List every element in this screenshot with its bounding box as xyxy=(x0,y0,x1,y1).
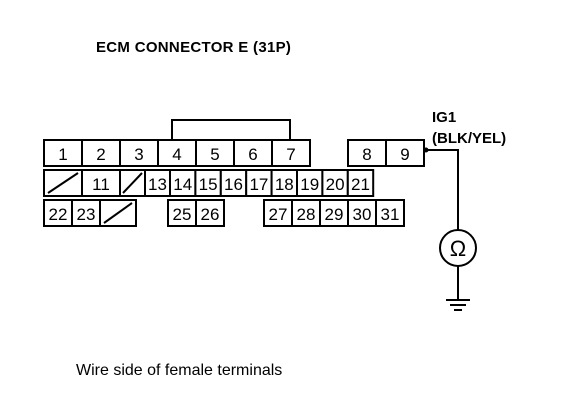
pin-cell-20: 20 xyxy=(321,169,349,197)
pin-26: 26 xyxy=(201,205,220,224)
pin-cell-26: 26 xyxy=(195,199,225,227)
pin-cell-7: 7 xyxy=(271,139,311,167)
pin-31: 31 xyxy=(381,205,400,224)
pin-17: 17 xyxy=(249,175,268,194)
pin-7: 7 xyxy=(286,145,295,164)
pin-cell-22: 22 xyxy=(43,199,73,227)
wire-circuit-label: IG1 xyxy=(432,109,456,126)
wire-color-label: (BLK/YEL) xyxy=(432,130,506,147)
pin-cell-5: 5 xyxy=(195,139,235,167)
pin-cell-9: 9 xyxy=(385,139,425,167)
pin-row-1: 1 2 3 4 5 6 7 8 9 xyxy=(43,139,425,167)
pin-15: 15 xyxy=(199,175,218,194)
pin-20: 20 xyxy=(326,175,345,194)
pin-4: 4 xyxy=(172,145,181,164)
pin-30: 30 xyxy=(353,205,372,224)
pin-cell-14: 14 xyxy=(169,169,197,197)
pin-14: 14 xyxy=(173,175,192,194)
pin-23: 23 xyxy=(77,205,96,224)
pin-cell-29: 29 xyxy=(319,199,349,227)
pin-5: 5 xyxy=(210,145,219,164)
pin-cell-1: 1 xyxy=(43,139,83,167)
pin-11: 11 xyxy=(92,175,110,194)
pin-row-3: 22 23 25 26 27 28 29 30 31 xyxy=(43,199,405,227)
empty-cavity-slash xyxy=(103,202,133,224)
pin-9: 9 xyxy=(400,145,409,164)
ohmmeter-icon: Ω xyxy=(439,229,477,267)
pin-1: 1 xyxy=(58,145,67,164)
pin-3: 3 xyxy=(134,145,143,164)
pin-row-2: 11 13 14 15 16 17 18 19 20 21 xyxy=(43,169,375,197)
pin-cell-13: 13 xyxy=(144,169,171,197)
pin-cell-17: 17 xyxy=(245,169,273,197)
probe-wire xyxy=(426,149,459,230)
pin-cell-12-empty xyxy=(119,169,146,197)
pin-27: 27 xyxy=(269,205,288,224)
pin-6: 6 xyxy=(248,145,257,164)
pin-cell-21: 21 xyxy=(346,169,375,197)
pin-16: 16 xyxy=(224,175,243,194)
pin-cell-19: 19 xyxy=(296,169,324,197)
pin-cell-31: 31 xyxy=(375,199,405,227)
ohm-symbol: Ω xyxy=(450,236,466,261)
pin-2: 2 xyxy=(96,145,105,164)
pin-cell-6: 6 xyxy=(233,139,273,167)
pin-cell-23: 23 xyxy=(71,199,101,227)
diagram-title: ECM CONNECTOR E (31P) xyxy=(96,39,291,56)
pin-cell-28: 28 xyxy=(291,199,321,227)
pin-cell-4: 4 xyxy=(157,139,197,167)
pin-cell-24-empty xyxy=(99,199,137,227)
pin-8: 8 xyxy=(362,145,371,164)
pin-25: 25 xyxy=(173,205,192,224)
pin-cell-30: 30 xyxy=(347,199,377,227)
pin-cell-18: 18 xyxy=(270,169,299,197)
pin-cell-25: 25 xyxy=(167,199,197,227)
ground-icon xyxy=(446,299,470,311)
pin-22: 22 xyxy=(49,205,68,224)
connector-lock-tab xyxy=(171,119,291,140)
pin-cell-27: 27 xyxy=(263,199,293,227)
pin-cell-15: 15 xyxy=(194,169,222,197)
pin-19: 19 xyxy=(300,175,319,194)
empty-cavity-slash xyxy=(122,172,143,194)
pin-cell-3: 3 xyxy=(119,139,159,167)
diagram-caption: Wire side of female terminals xyxy=(76,362,282,379)
pin-29: 29 xyxy=(325,205,344,224)
pin-13: 13 xyxy=(148,175,167,194)
pin-cell-10-empty xyxy=(43,169,83,197)
pin-21: 21 xyxy=(351,175,370,194)
pin-cell-8: 8 xyxy=(347,139,387,167)
pin-cell-2: 2 xyxy=(81,139,121,167)
pin-28: 28 xyxy=(297,205,316,224)
empty-cavity-slash xyxy=(47,172,79,194)
pin-18: 18 xyxy=(275,175,294,194)
pin-cell-11: 11 xyxy=(81,169,121,197)
pin-cell-16: 16 xyxy=(219,169,248,197)
